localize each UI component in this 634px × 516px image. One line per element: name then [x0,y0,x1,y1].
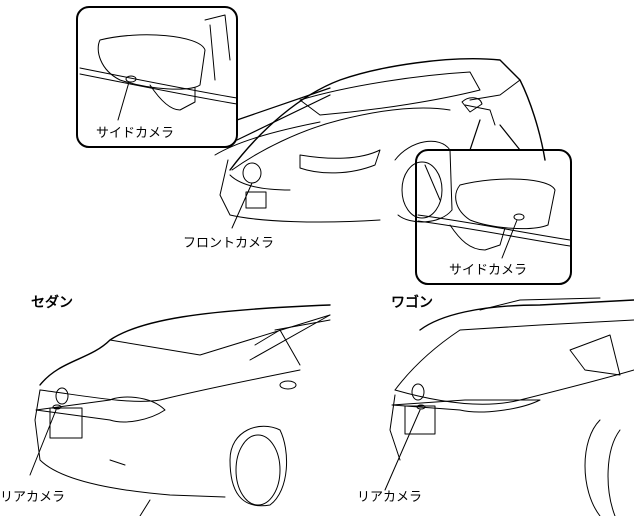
wagon-title: ワゴン [391,295,433,311]
side-camera-label-bottom: サイドカメラ [449,263,528,278]
side-camera-inset-bottom [415,119,572,285]
rear-camera-label-sedan: リアカメラ [0,490,66,505]
front-camera-label: フロントカメラ [183,236,275,251]
front-camera-leader [231,182,253,229]
sedan-rear-illustration [29,304,331,516]
front-car-illustration [214,58,546,223]
side-camera-label-top: サイドカメラ [96,126,175,141]
rear-camera-label-wagon: リアカメラ [357,490,423,505]
sedan-title: セダン [31,295,73,311]
side-camera-inset-top [76,6,331,148]
wagon-rear-illustration [384,297,634,516]
